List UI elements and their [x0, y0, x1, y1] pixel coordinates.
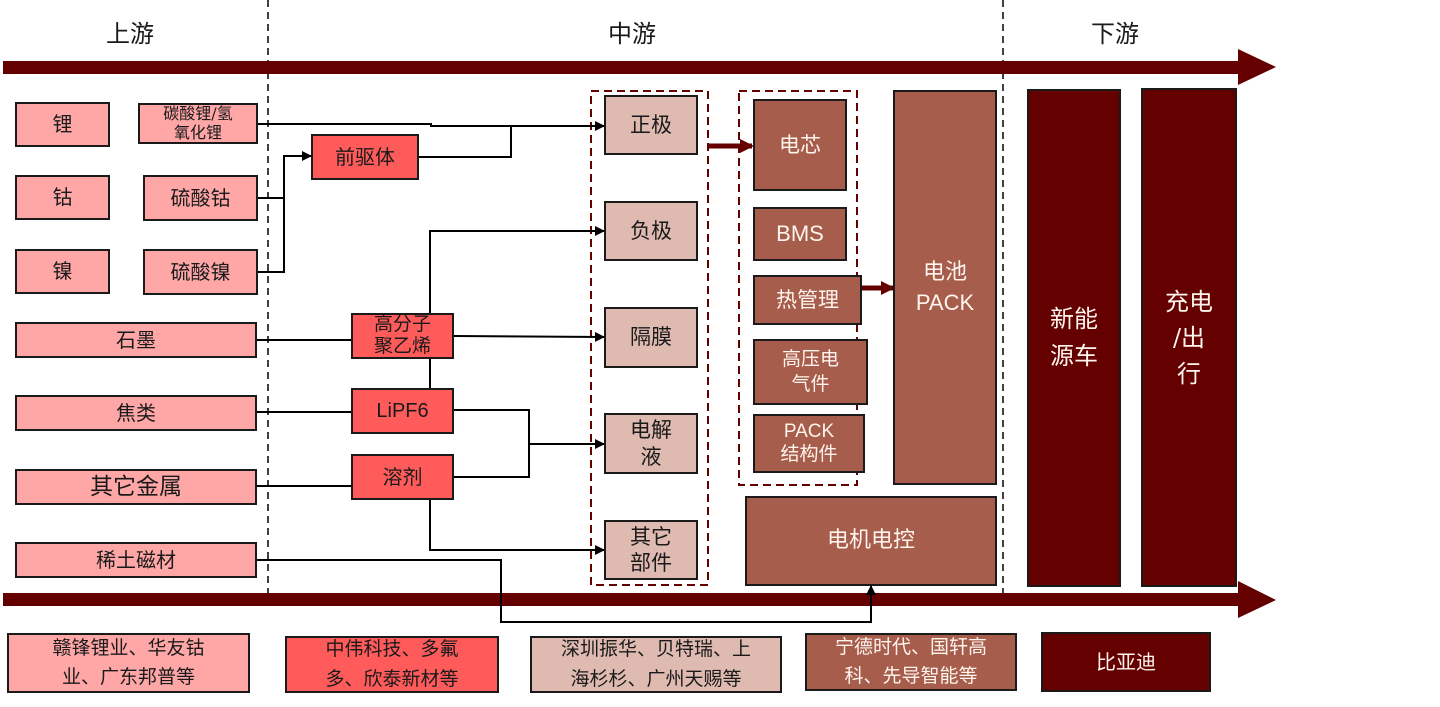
companies-component: 深圳振华、贝特瑞、上 海杉杉、广州天赐等 [530, 636, 782, 693]
node-hv-electrical: 高压电 气件 [753, 339, 868, 405]
node-precursor: 前驱体 [311, 134, 419, 180]
node-rare-earth: 稀土磁材 [15, 542, 257, 578]
stage-label-midstream: 中游 [608, 20, 656, 48]
node-cathode: 正极 [604, 95, 698, 155]
node-thermal: 热管理 [753, 275, 862, 325]
node-other-parts: 其它 部件 [604, 520, 698, 580]
node-coke: 焦类 [15, 395, 257, 431]
node-charging: 充电 /出 行 [1141, 88, 1237, 587]
node-graphite: 石墨 [15, 322, 257, 358]
link-anode [429, 226, 605, 313]
node-battery-pack: 电池 PACK [893, 90, 997, 485]
link-other-parts [429, 500, 605, 555]
node-cobalt-sulfate: 硫酸钴 [143, 175, 258, 221]
link-nickel-sulfate [257, 151, 312, 273]
link-pe-separator [453, 331, 605, 342]
node-polyethylene: 高分子 聚乙烯 [351, 313, 454, 359]
companies-battery: 宁德时代、国轩高 科、先导智能等 [805, 633, 1017, 691]
node-lithium-salt: 碳酸锂/氢 氧化锂 [138, 103, 258, 144]
node-nickel-sulfate: 硫酸镍 [143, 249, 258, 295]
node-cobalt: 钴 [15, 175, 110, 220]
node-nev: 新能 源车 [1027, 89, 1121, 587]
link-lithium-salt-cathode [257, 121, 605, 131]
node-nickel: 镍 [15, 249, 110, 294]
node-anode: 负极 [604, 201, 698, 261]
link-precursor-cathode [418, 126, 512, 158]
node-pack-structure: PACK 结构件 [753, 414, 865, 473]
node-electrolyte: 电解 液 [604, 413, 698, 474]
companies-intermediate: 中伟科技、多氟 多、欣泰新材等 [285, 636, 499, 693]
node-lithium: 锂 [15, 102, 110, 147]
stage-label-upstream: 上游 [106, 20, 154, 48]
node-solvent: 溶剂 [351, 454, 454, 500]
node-cell: 电芯 [753, 99, 847, 191]
node-other-metals: 其它金属 [15, 469, 257, 505]
top-flow-arrow [3, 49, 1276, 85]
link-lipf6 [454, 409, 530, 478]
stage-label-downstream: 下游 [1091, 20, 1139, 48]
companies-raw: 赣锋锂业、华友钴 业、广东邦普等 [7, 633, 250, 693]
node-motor-control: 电机电控 [745, 496, 997, 586]
companies-downstream: 比亚迪 [1041, 632, 1211, 692]
node-bms: BMS [753, 207, 847, 261]
node-lipf6: LiPF6 [351, 388, 454, 434]
node-separator: 隔膜 [604, 307, 698, 368]
